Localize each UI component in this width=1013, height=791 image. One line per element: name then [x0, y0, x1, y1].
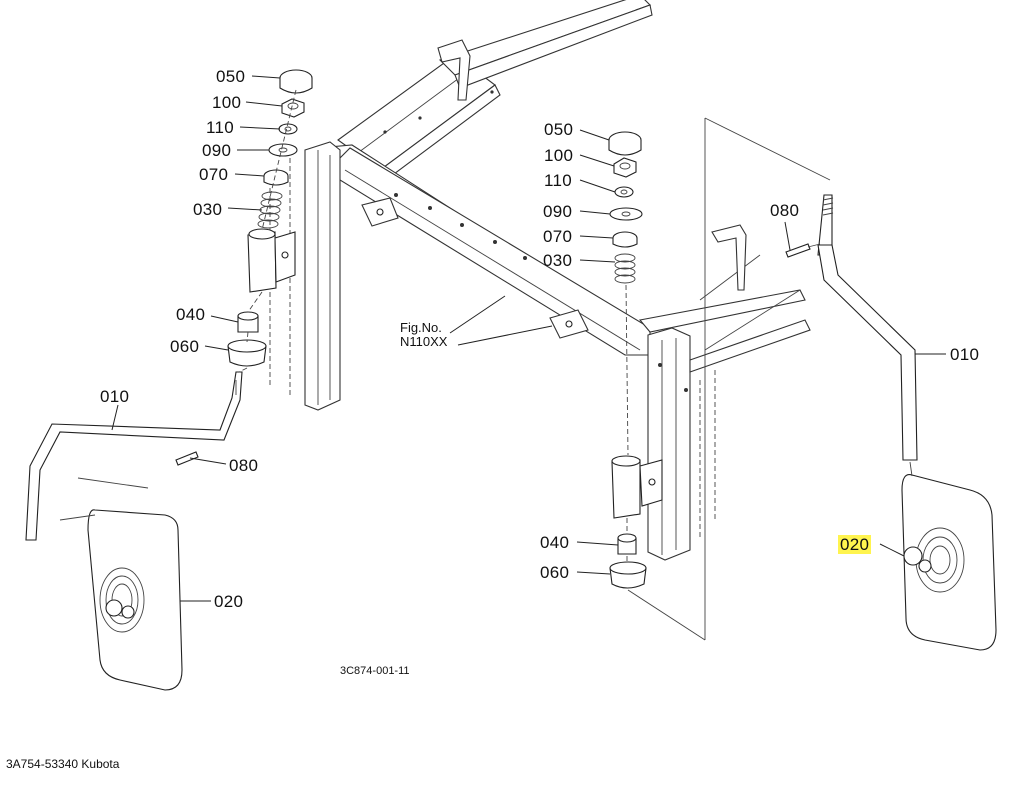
right-mirror-assembly: [785, 194, 997, 651]
left-mirror-assembly: [25, 69, 313, 691]
label-center-050: 050: [544, 120, 574, 139]
label-left-090: 090: [202, 141, 232, 160]
callout-leaders: [111, 75, 946, 602]
label-left-110: 110: [206, 118, 235, 137]
label-left-030: 030: [193, 200, 223, 219]
fig-ref-line1: Fig.No.: [400, 320, 442, 335]
cab-frame: [269, 0, 831, 640]
label-left-020: 020: [214, 592, 244, 611]
label-left-070: 070: [199, 165, 229, 184]
label-left-080: 080: [229, 456, 259, 475]
label-left-050: 050: [216, 67, 246, 86]
label-center-090: 090: [543, 202, 573, 221]
fig-ref-line2: N110XX: [400, 334, 448, 349]
label-right-080: 080: [770, 201, 800, 220]
label-center-030: 030: [543, 251, 573, 270]
label-center-060: 060: [540, 563, 570, 582]
label-left-100: 100: [212, 93, 242, 112]
label-left-010: 010: [100, 387, 130, 406]
footer-part-reference: 3A754-53340 Kubota: [6, 757, 120, 771]
label-left-040: 040: [176, 305, 206, 324]
label-center-040: 040: [540, 533, 570, 552]
label-center-110: 110: [544, 171, 573, 190]
drawing-number: 3C874-001-11: [340, 665, 410, 677]
label-right-010: 010: [950, 345, 980, 364]
label-center-070: 070: [543, 227, 573, 246]
label-center-100: 100: [544, 146, 574, 165]
center-assembly: [608, 131, 706, 641]
label-left-060: 060: [170, 337, 200, 356]
label-right-020-highlighted: 020: [838, 535, 872, 554]
